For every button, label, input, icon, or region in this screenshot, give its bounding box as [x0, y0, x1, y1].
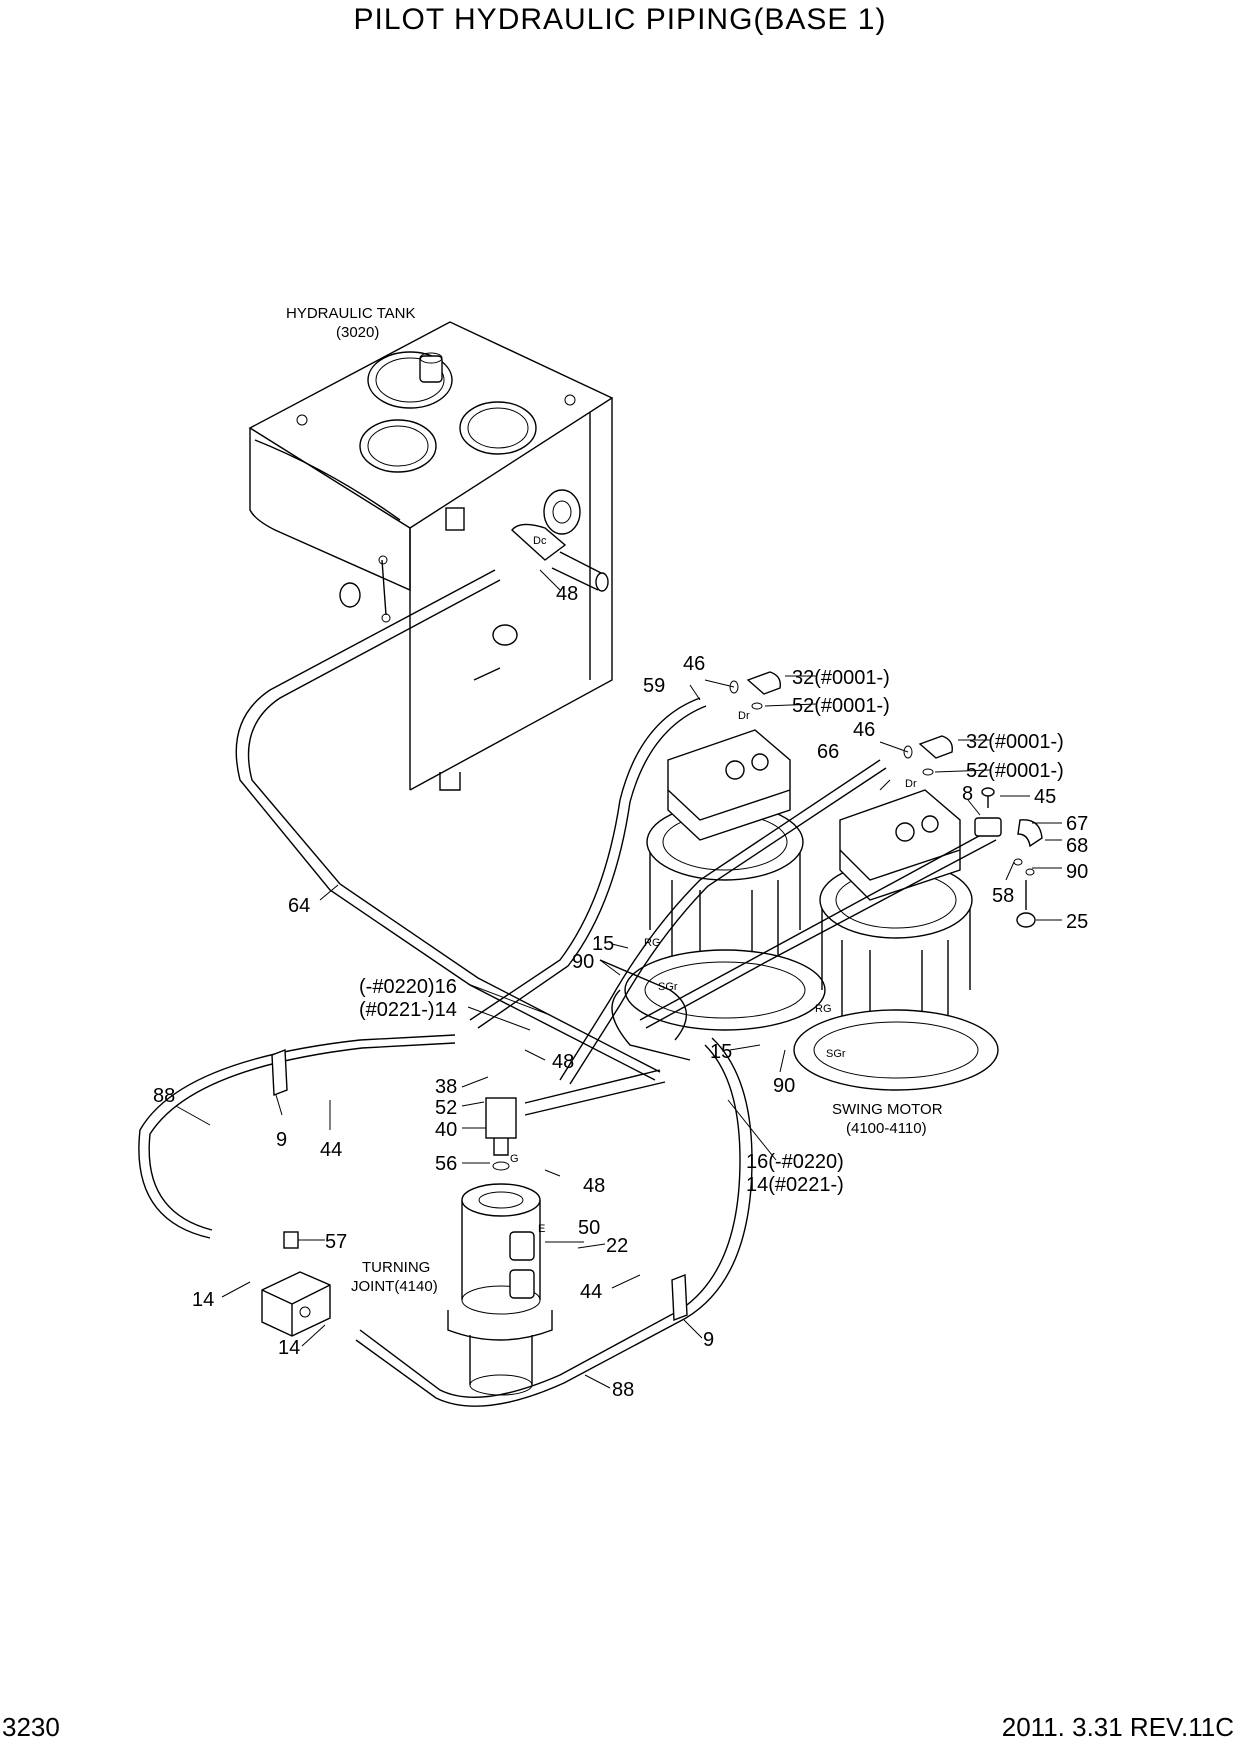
callout-66: 66 [817, 741, 839, 763]
callout-16-b: 16(-#0220) [746, 1151, 844, 1173]
page-number: 3230 [2, 1712, 60, 1742]
callout-64: 64 [288, 895, 310, 917]
junction-block [261, 1231, 331, 1337]
port-g: G [510, 1153, 519, 1165]
callout-59: 59 [643, 675, 665, 697]
callout-90-a: 90 [572, 951, 594, 973]
swing-motor-code: (4100-4110) [846, 1120, 927, 1137]
callout-90-right: 90 [1066, 861, 1088, 883]
callout-52-b: 52(#0001-) [966, 760, 1064, 782]
callout-46-b: 46 [853, 719, 875, 741]
callout-68: 68 [1066, 835, 1088, 857]
port-dr-1: Dr [738, 710, 750, 722]
callout-48-low: 48 [583, 1175, 605, 1197]
motor-fittings-right [974, 787, 1043, 928]
port-rg-1: RG [644, 937, 661, 949]
port-e: E [538, 1223, 545, 1235]
callout-44-left: 44 [320, 1139, 342, 1161]
callout-52-mid: 52 [435, 1097, 457, 1119]
clamps [271, 1048, 688, 1322]
tank-lid-1 [367, 351, 453, 409]
callout-8: 8 [962, 783, 973, 805]
callout-90-b: 90 [773, 1075, 795, 1097]
callout-16-a: (-#0220)16 [359, 976, 457, 998]
callout-22: 22 [606, 1235, 628, 1257]
port-dr-2: Dr [905, 778, 917, 790]
hydraulic-tank-code: (3020) [336, 324, 379, 341]
callout-32-a: 32(#0001-) [792, 667, 890, 689]
callout-38: 38 [435, 1076, 457, 1098]
callout-45: 45 [1034, 786, 1056, 808]
callout-15-b: 15 [710, 1041, 732, 1063]
callout-46-a: 46 [683, 653, 705, 675]
callout-58: 58 [992, 885, 1014, 907]
callout-40: 40 [435, 1119, 457, 1141]
callout-88-left: 88 [153, 1085, 175, 1107]
callout-88-bottom: 88 [612, 1379, 634, 1401]
port-dc: Dc [533, 535, 547, 547]
turning-joint-label-2: JOINT(4140) [351, 1278, 438, 1295]
callout-9-right: 9 [703, 1329, 714, 1351]
callout-15-a: 15 [592, 933, 614, 955]
callout-56: 56 [435, 1153, 457, 1175]
callout-67: 67 [1066, 813, 1088, 835]
turning-joint-label-1: TURNING [362, 1259, 430, 1276]
callout-48-tank: 48 [556, 583, 578, 605]
callout-14-left: 14 [192, 1289, 214, 1311]
swing-motor-1 [624, 729, 826, 1031]
callout-32-b: 32(#0001-) [966, 731, 1064, 753]
page-title: PILOT HYDRAULIC PIPING(BASE 1) [353, 3, 887, 36]
callout-48-mid: 48 [552, 1051, 574, 1073]
swing-motor-label: SWING MOTOR [832, 1101, 943, 1118]
tank-lid-2 [359, 419, 437, 473]
callout-9-left: 9 [276, 1129, 287, 1151]
callout-57: 57 [325, 1231, 347, 1253]
turning-joint [447, 1097, 553, 1396]
callout-14-b: 14(#0221-) [746, 1174, 844, 1196]
revision-date: 2011. 3.31 REV.11C [1001, 1712, 1234, 1742]
tank-lid-3 [459, 401, 537, 455]
callout-25: 25 [1066, 911, 1088, 933]
callout-52-a: 52(#0001-) [792, 695, 890, 717]
callout-50: 50 [578, 1217, 600, 1239]
callout-14-a: (#0221-)14 [359, 999, 457, 1021]
callout-44-right: 44 [580, 1281, 602, 1303]
hydraulic-tank-label: HYDRAULIC TANK [286, 305, 415, 322]
hoses [138, 569, 997, 1407]
port-sgr-1: SGr [658, 981, 678, 993]
hydraulic-tank [248, 321, 614, 791]
motor-top-fittings [729, 671, 953, 776]
callout-14-bottom: 14 [278, 1337, 300, 1359]
port-rg-2: RG [815, 1003, 832, 1015]
port-sgr-2: SGr [826, 1048, 846, 1060]
callouts: 48 46 59 32(#0001-) 52(#0001-) 46 66 32(… [153, 583, 1088, 1401]
leader-lines [175, 569, 1062, 1389]
swing-motor-2 [793, 789, 999, 1091]
